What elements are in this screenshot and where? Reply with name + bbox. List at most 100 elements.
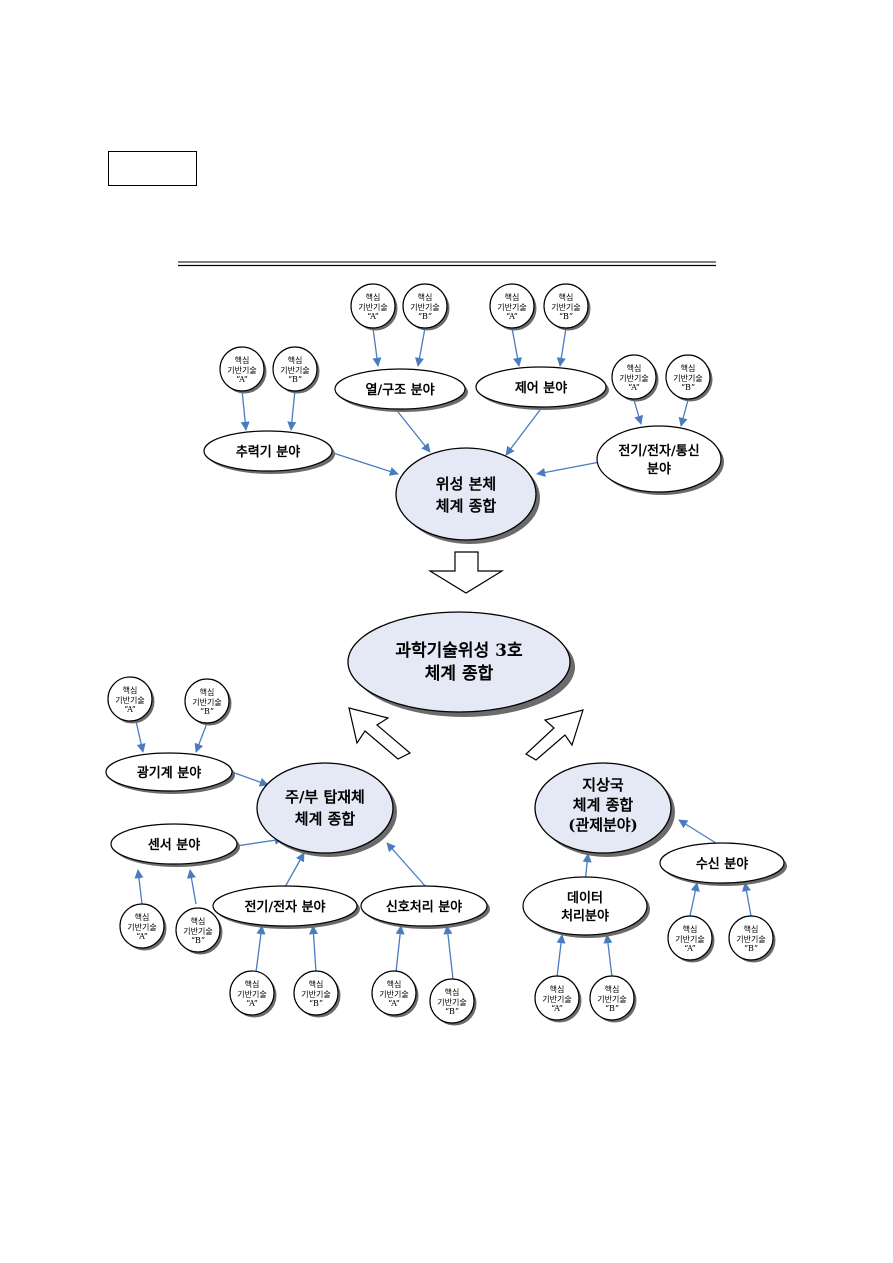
core-tech-label-b: “B” [605,1004,619,1013]
core-tech-label-core: 핵심 [418,292,433,302]
core-tech-label-base: 기반기술 [736,934,765,944]
core-tech-label-base: 기반기술 [497,302,526,312]
field-receive-label: 수신 분야 [696,856,748,872]
field-sensor: 센서 분야 [110,823,240,867]
core-tech-label-b: “B” [309,999,323,1008]
core-tech-label-core: 핵심 [605,984,620,994]
core-tech-label-core: 핵심 [445,987,460,997]
block-arrows [348,551,584,761]
field-signal-label: 신호처리 분야 [386,899,462,915]
field-power-comm-label-2: 분야 [647,461,671,477]
core-tech-label-a: “A” [506,312,518,321]
core-tech-label-base: 기반기술 [115,695,144,705]
field-signal-processing: 신호처리 분야 [360,885,490,929]
field-power-comm-label-1: 전기/전자/통신 [618,443,699,459]
core-tech-label-base: 기반기술 [237,989,266,999]
core-tech-label-core: 핵심 [309,979,324,989]
hub-nodes: 위성 본체 체계 종합 과학기술위성 3호 체계 종합 주/부 탑재체 체계 종… [256,447,675,857]
field-propulsion-label: 추력기 분야 [236,444,300,460]
core-tech-label-core: 핵심 [245,979,260,989]
core-tech-label-b: “B” [418,312,432,321]
core-tech-label-a: “A” [367,312,379,321]
main-hub-label-1: 과학기술위성 3호 [395,641,523,661]
core-tech-label-core: 핵심 [681,363,696,373]
core-tech-label-core: 핵심 [683,924,698,934]
core-tech-label-core: 핵심 [135,912,150,922]
field-propulsion: 추력기 분야 [203,430,335,474]
core-tech-label-base: 기반기술 [410,302,439,312]
figure-label-box [108,151,197,186]
field-sensor-label: 센서 분야 [148,837,200,853]
core-tech-label-base: 기반기술 [597,994,626,1004]
field-thermal-structure: 열/구조 분야 [334,368,468,412]
core-tech-label-b: “B” [200,707,214,716]
core-tech-label-b: “B” [681,383,695,392]
core-tech-label-core: 핵심 [387,979,402,989]
connector-arrows [134,327,752,980]
core-tech-label-core: 핵심 [366,292,381,302]
field-nodes: 열/구조 분야 제어 분야 추력기 분야 전기/전자/통신 분야 광기계 분야 … [105,366,787,938]
ground-hub-label-1: 지상국 [582,776,624,794]
core-tech-label-base: 기반기술 [280,365,309,375]
main-hub-label-2: 체계 종합 [425,663,494,684]
core-tech-label-base: 기반기술 [619,373,648,383]
down-block-arrow [427,551,505,594]
core-tech-label-b: “B” [445,1007,459,1016]
core-tech-label-base: 기반기술 [673,373,702,383]
field-data-label-2: 처리분야 [561,908,609,924]
field-control: 제어 분야 [475,366,609,410]
core-tech-label-base: 기반기술 [551,302,580,312]
core-tech-label-core: 핵심 [744,924,759,934]
core-tech-label-a: “A” [236,375,248,384]
core-tech-label-base: 기반기술 [301,989,330,999]
ground-hub-label-2: 체계 종합 [573,796,634,814]
field-optical: 광기계 분야 [105,752,235,794]
bus-hub-label-2: 체계 종합 [436,497,497,515]
core-tech-label-a: “A” [124,705,136,714]
field-data-processing: 데이터 처리분야 [522,876,650,938]
core-tech-label-a: “A” [628,383,640,392]
core-tech-label-base: 기반기술 [542,994,571,1004]
core-tech-label-a: “A” [388,999,400,1008]
ground-hub-label-3: (관제분야) [568,816,637,834]
core-tech-label-base: 기반기술 [192,697,221,707]
core-tech-label-a: “A” [551,1004,563,1013]
core-tech-label-b: “B” [559,312,573,321]
core-tech-label-base: 기반기술 [379,989,408,999]
core-tech-label-core: 핵심 [288,355,303,365]
core-tech-label-core: 핵심 [627,363,642,373]
up-left-block-arrow [525,709,584,761]
core-tech-label-base: 기반기술 [437,997,466,1007]
core-tech-label-base: 기반기술 [227,365,256,375]
core-tech-label-b: “B” [744,944,758,953]
up-right-block-arrow [348,707,412,760]
field-receive: 수신 분야 [659,842,787,886]
field-data-label-1: 데이터 [567,890,603,906]
field-electronics: 전기/전자 분야 [212,885,360,929]
core-tech-label-core: 핵심 [200,687,215,697]
field-electronics-label: 전기/전자 분야 [244,899,325,915]
core-tech-label-base: 기반기술 [183,926,212,936]
core-tech-label-core: 핵심 [235,355,250,365]
core-tech-nodes: 핵심기반기술“A”핵심기반기술“B”핵심기반기술“A”핵심기반기술“B”핵심기반… [107,283,776,1026]
core-tech-label-b: “B” [191,936,205,945]
